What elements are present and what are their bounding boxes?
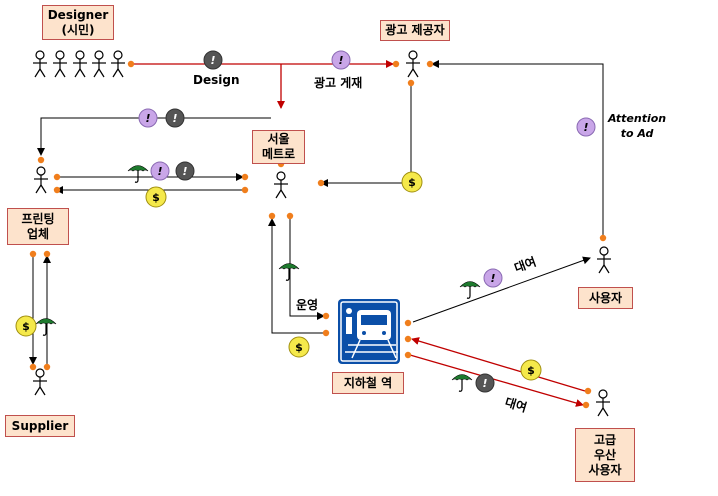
svg-text:!: !: [182, 165, 187, 178]
svg-text:$: $: [295, 341, 303, 354]
designer-node: Designer (시민): [42, 5, 114, 40]
ad-provider-node: 광고 제공자: [380, 20, 450, 41]
edge-label-operation: 운영: [296, 298, 319, 312]
connection-dots: [29, 60, 607, 409]
subway-station-node: 지하철 역: [332, 372, 404, 394]
svg-text:!: !: [490, 272, 495, 285]
user-person-icon: [596, 246, 612, 274]
edge-label-attention: Attention to Ad: [608, 112, 667, 141]
seoul-metro-node: 서울 메트로: [252, 130, 305, 164]
seoul-metro-person-icon: [273, 171, 289, 199]
subway-station-icon: [338, 299, 400, 364]
user-node: 사용자: [578, 287, 633, 309]
svg-text:!: !: [172, 112, 177, 125]
printing-company-node: 프린팅 업체: [7, 208, 69, 245]
svg-text:$: $: [408, 176, 416, 189]
designer-people: [32, 50, 126, 78]
info-badges: ! ! ! ! ! ! ! ! !: [138, 50, 596, 393]
svg-text:!: !: [145, 112, 150, 125]
money-badges: $ $ $ $ $: [15, 171, 542, 381]
svg-text:!: !: [482, 377, 487, 390]
umbrella-icons: [35, 164, 481, 392]
svg-text:!: !: [210, 54, 215, 67]
premium-user-node: 고급 우산 사용자: [575, 428, 635, 482]
svg-text:!: !: [583, 121, 588, 134]
svg-text:!: !: [338, 54, 343, 67]
svg-text:$: $: [152, 191, 160, 204]
svg-text:!: !: [157, 165, 162, 178]
connector-lines: [29, 60, 604, 407]
supplier-person-icon: [32, 368, 48, 396]
premium-user-person-icon: [595, 389, 611, 417]
ad-provider-person-icon: [405, 50, 421, 78]
edge-label-design: Design: [193, 73, 240, 87]
printing-company-person-icon: [33, 166, 49, 194]
edge-label-ad-posting: 광고 게재: [314, 76, 363, 90]
svg-text:$: $: [527, 364, 535, 377]
svg-text:$: $: [22, 320, 30, 333]
supplier-node: Supplier: [5, 415, 75, 437]
